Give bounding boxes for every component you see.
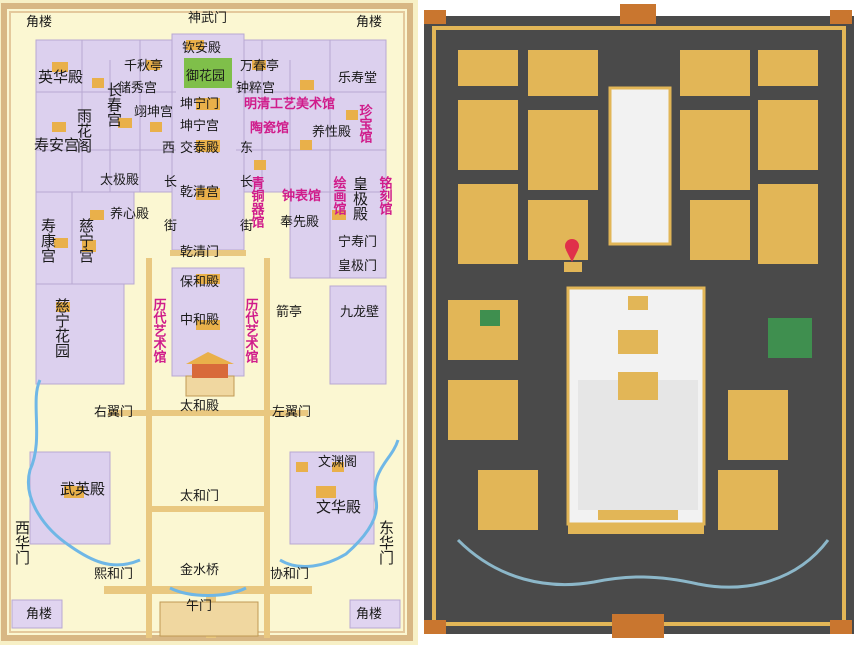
inner-court-courtyard — [608, 86, 672, 246]
label-wenyuange: 文渊阁 — [318, 455, 357, 470]
taihe-plaza — [578, 380, 698, 510]
label-xihuamen: 西华门 — [13, 520, 31, 566]
museum-lidai-west: 历代艺术馆 — [151, 298, 168, 364]
label-huangjidian: 皇极殿 — [351, 176, 369, 221]
jiulongbi-zone — [329, 285, 387, 385]
museum-mingqing: 明清工艺美术馆 — [244, 96, 335, 112]
label-donghuamen: 东华门 — [377, 520, 395, 566]
se-corner-block — [349, 599, 401, 629]
label-xi: 西 — [162, 141, 175, 156]
cining-garden-zone — [35, 283, 125, 385]
label-qianqiuting: 千秋亭 — [124, 58, 163, 74]
green-blocks — [480, 310, 812, 358]
label-qianqingmen: 乾清门 — [180, 245, 219, 260]
label-cininghuayuan: 慈宁花园 — [53, 298, 71, 358]
imperial-garden — [184, 58, 232, 88]
museum-mingke: 铭刻馆 — [377, 175, 393, 216]
wumen-gate-block — [159, 601, 259, 637]
label-yangxindian: 养心殿 — [110, 206, 149, 222]
taihedian-illustration — [185, 352, 235, 397]
label-taijidian: 太极殿 — [100, 173, 139, 188]
label-jiaolou-se: 角楼 — [356, 607, 382, 622]
map-pin-icon[interactable] — [564, 239, 582, 272]
label-yuhuayuan: 御花园 — [186, 68, 225, 84]
label-jiaolou-nw: 角楼 — [26, 15, 52, 30]
label-wuyingdian: 武英殿 — [60, 480, 105, 498]
inner-golden-water — [27, 379, 400, 597]
label-wenhuadian: 文华殿 — [316, 498, 361, 516]
label-zhonghedian: 中和殿 — [180, 313, 219, 328]
label-xihemen: 熙和门 — [94, 567, 133, 582]
label-yikungong: 翊坤宫 — [134, 105, 173, 120]
gold-building-blocks — [52, 40, 358, 498]
label-jianting: 箭亭 — [276, 304, 302, 320]
corner-towers — [424, 4, 852, 638]
label-qianqinggong: 乾清宫 — [180, 185, 219, 200]
label-xiehemen: 协和门 — [270, 567, 309, 582]
label-shenwumen: 神武门 — [188, 11, 227, 26]
label-jiulongbi: 九龙壁 — [340, 305, 379, 320]
label-huangjimen: 皇极门 — [338, 259, 377, 274]
label-jie-w: 街 — [164, 219, 177, 234]
label-jinshuiqiao: 金水桥 — [180, 562, 219, 578]
label-dong: 东 — [240, 141, 253, 156]
museum-lidai-east: 历代艺术馆 — [243, 298, 260, 364]
museum-zhongbiao: 钟表馆 — [282, 188, 321, 204]
sw-corner-block — [11, 599, 63, 629]
label-leshoutang: 乐寿堂 — [338, 71, 377, 86]
cining-zone — [35, 191, 135, 285]
ningshou-zone — [289, 191, 387, 279]
label-baohedian: 保和殿 — [180, 275, 219, 290]
label-fengxiandian: 奉先殿 — [280, 215, 319, 230]
label-chang-w: 长 — [164, 175, 177, 190]
label-jiaolou-sw: 角楼 — [26, 607, 52, 622]
museum-qingtong: 青铜器馆 — [249, 175, 266, 229]
museum-taoci: 陶瓷馆 — [250, 120, 289, 136]
museum-zhenbao: 珍宝馆 — [357, 103, 373, 144]
label-zuoyimen: 左翼门 — [272, 405, 311, 420]
label-cininggong: 慈宁宫 — [77, 218, 95, 263]
right-building-blocks — [448, 50, 818, 534]
label-qinandian: 钦安殿 — [182, 41, 221, 56]
label-taihedian: 太和殿 — [180, 399, 219, 414]
museum-labels: 明清工艺美术馆 陶瓷馆 珍宝馆 青铜器馆 钟表馆 绘画馆 铭刻馆 历代艺术馆 历… — [151, 96, 393, 364]
map-labels: 神武门 角楼 角楼 钦安殿 御花园 千秋亭 万春亭 英华殿 钟粹宫 乐寿堂 储秀… — [26, 11, 382, 622]
label-chuxiugong: 储秀宫 — [118, 81, 157, 96]
label-changchungong: 长春宫 — [105, 82, 123, 127]
label-jiaolou-ne: 角楼 — [356, 15, 382, 30]
museum-huihua: 绘画馆 — [331, 175, 347, 216]
label-yinghuadian: 英华殿 — [38, 68, 83, 86]
forbidden-city-aerial-map — [418, 0, 860, 645]
label-wumen: 午门 — [186, 599, 212, 614]
label-taihemen: 太和门 — [180, 489, 219, 504]
label-shoukanggong: 寿康宫 — [39, 218, 57, 263]
label-ningshoumen: 宁寿门 — [338, 234, 377, 250]
label-yangxingdian: 养性殿 — [312, 124, 351, 140]
label-kunninggong: 坤宁宫 — [180, 118, 219, 134]
label-yuhuage: 雨花阁 — [75, 108, 93, 154]
vertical-labels: 雨花阁 长春宫 寿康宫 慈宁宫 皇极殿 慈宁花园 西华门 东华门 — [13, 82, 395, 566]
forbidden-city-illustrated-map: 神武门 角楼 角楼 钦安殿 御花园 千秋亭 万春亭 英华殿 钟粹宫 乐寿堂 储秀… — [0, 0, 418, 645]
label-chang-e: 长 — [240, 175, 253, 190]
label-wanchunting: 万春亭 — [240, 58, 279, 74]
label-jie-e: 街 — [240, 219, 253, 234]
right-water-channel — [456, 538, 830, 589]
label-youyimen: 右翼门 — [94, 405, 133, 420]
label-kunningmen: 坤宁门 — [180, 96, 219, 112]
label-zhongcuigong: 钟粹宫 — [236, 80, 275, 96]
label-shouangong: 寿安宫 — [34, 136, 79, 154]
label-jiaotaidian: 交泰殿 — [180, 140, 219, 156]
